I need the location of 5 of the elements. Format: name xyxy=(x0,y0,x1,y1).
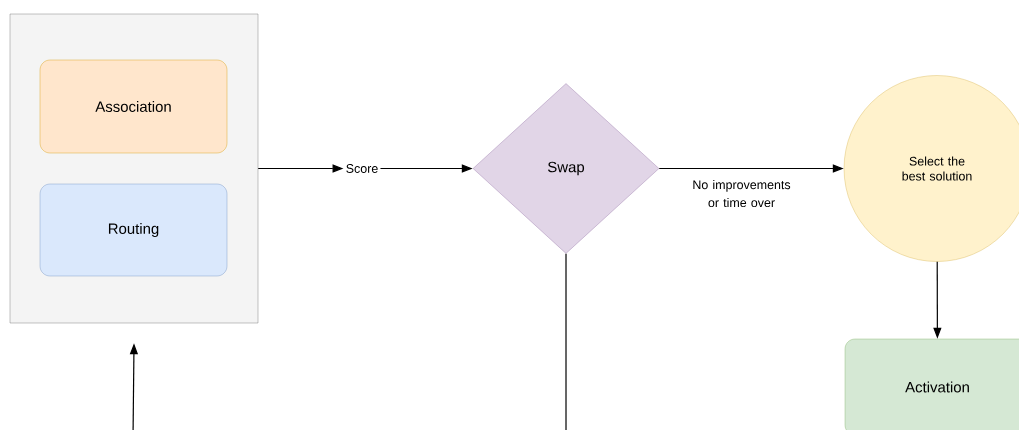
flow-label: Score xyxy=(346,164,378,173)
edge-label: No improvements or time over xyxy=(693,180,791,208)
process-box: Activation xyxy=(844,338,1019,430)
process-box: Routing xyxy=(39,183,228,277)
process-box: Association xyxy=(39,59,228,154)
